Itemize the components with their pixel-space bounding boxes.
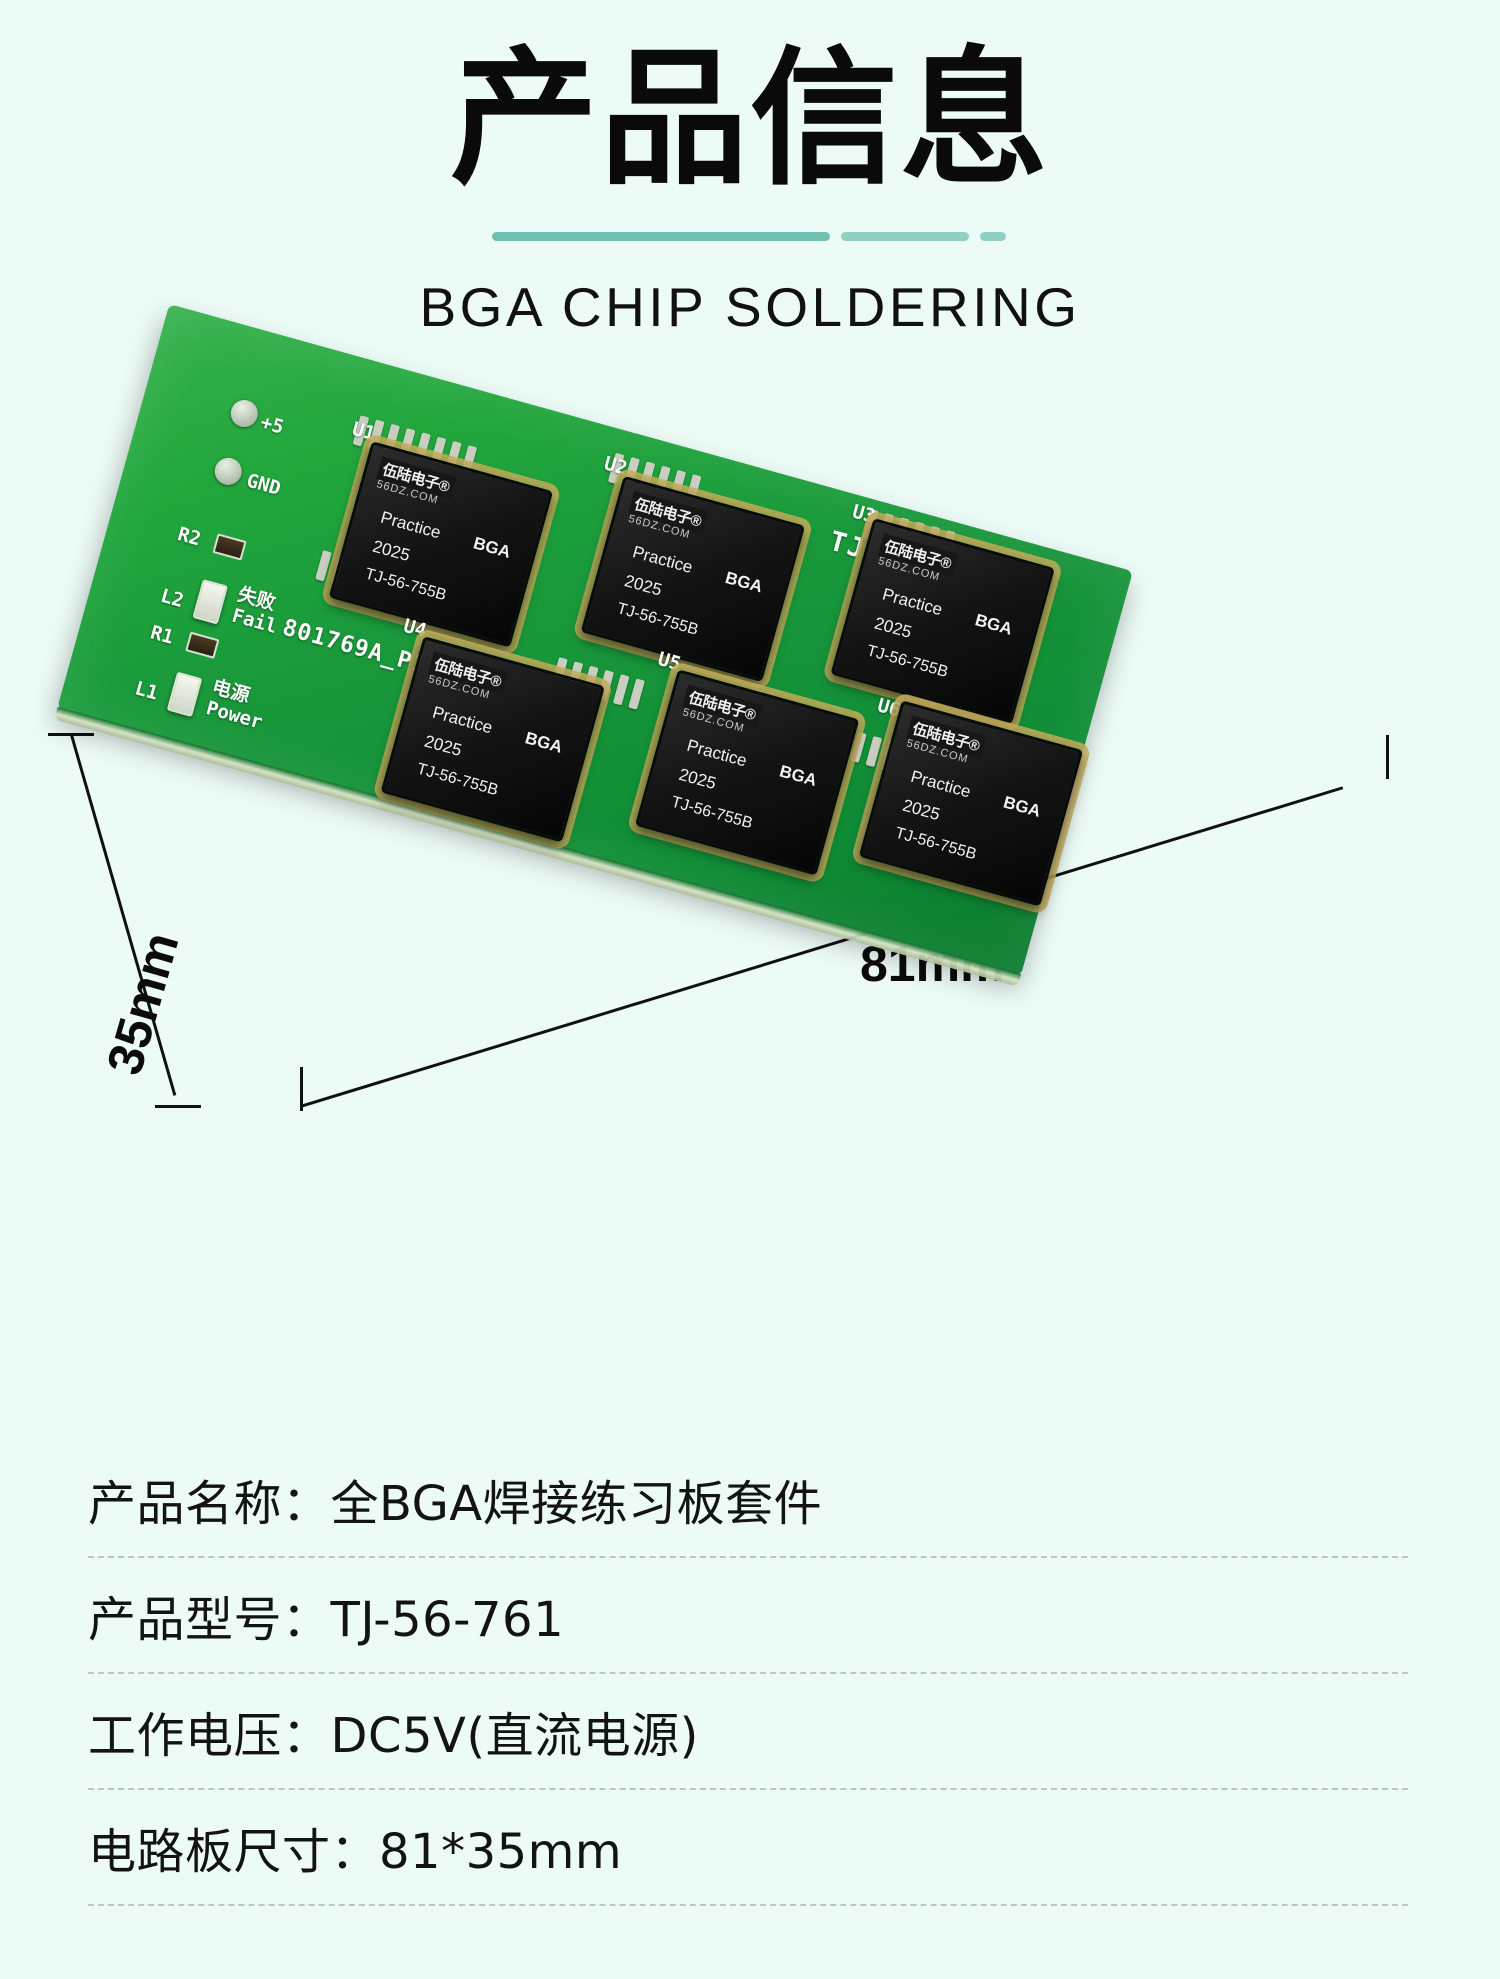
chip-line-bga: BGA (471, 533, 513, 562)
spec-row-voltage: 工作电压：DC5V(直流电源) (88, 1700, 1408, 1782)
spec-value-model: TJ-56-761 (330, 1592, 565, 1648)
spec-value-product-name: 全BGA焊接练习板套件 (330, 1476, 823, 1532)
spec-label-model: 产品型号： (88, 1592, 331, 1648)
chip-line-practice: Practice (430, 702, 495, 738)
spec-row-size: 电路板尺寸：81*35mm (88, 1816, 1408, 1898)
page-header: 产品信息 BGA CHIP SOLDERING (0, 0, 1500, 339)
divider-segment-medium (841, 231, 969, 241)
chip-line-bga: BGA (777, 761, 819, 790)
pcb-board: +5 GND R2 L2 失败 Fail R1 L1 电源 Power 8017… (54, 303, 1133, 987)
product-spec-table: 产品名称：全BGA焊接练习板套件 产品型号：TJ-56-761 工作电压：DC5… (88, 1468, 1408, 1932)
spec-label-voltage: 工作电压： (88, 1708, 331, 1764)
chip-line-bga: BGA (723, 567, 765, 597)
chip-line-year: 2025 (676, 764, 719, 793)
chip-line-year: 2025 (900, 795, 943, 824)
spec-label-size: 电路板尺寸： (88, 1824, 380, 1880)
divider-segment-short (980, 231, 1006, 241)
chip-line-practice: Practice (880, 584, 945, 619)
chip-line-year: 2025 (370, 536, 413, 565)
dimension-tick-height-top (48, 732, 94, 736)
chip-line-year: 2025 (622, 570, 665, 600)
chip-line-year: 2025 (422, 731, 464, 760)
chip-line-partnumber: TJ-56-755B (893, 824, 979, 863)
spec-value-voltage: DC5V(直流电源) (330, 1708, 699, 1764)
chip-line-partnumber: TJ-56-755B (363, 565, 449, 604)
dimension-label-height: 35mm (95, 926, 190, 1081)
chip-line-partnumber: TJ-56-755B (669, 793, 755, 833)
dimension-tick-width-right (1386, 734, 1389, 779)
chip-line-partnumber: TJ-56-755B (414, 760, 500, 799)
page-title: 产品信息 (450, 33, 1050, 205)
spec-text-size: 电路板尺寸：81*35mm (88, 1816, 1408, 1888)
spec-text-model: 产品型号：TJ-56-761 (88, 1584, 1408, 1656)
spec-row-model: 产品型号：TJ-56-761 (88, 1584, 1408, 1666)
spec-text-product-name: 产品名称：全BGA焊接练习板套件 (88, 1468, 1408, 1540)
page-subtitle: BGA CHIP SOLDERING (419, 275, 1081, 338)
chip-line-practice: Practice (908, 766, 973, 802)
chip-line-practice: Practice (378, 507, 443, 543)
chip-line-practice: Practice (630, 541, 695, 577)
spec-separator (88, 1788, 1408, 1790)
title-divider (492, 231, 1008, 241)
chip-line-bga: BGA (1001, 792, 1043, 821)
product-photo: 81mm 35mm +5 GND R2 L2 失败 Fail R1 L (0, 303, 1500, 1165)
dimension-tick-height-bottom (155, 1104, 201, 1108)
spec-value-size: 81*35mm (379, 1824, 623, 1880)
chip-line-bga: BGA (973, 609, 1015, 639)
chip-line-partnumber: TJ-56-755B (615, 599, 701, 639)
dimension-tick-width-left (300, 1066, 303, 1111)
chip-line-bga: BGA (523, 728, 565, 757)
spec-separator (88, 1904, 1408, 1906)
spec-separator (88, 1556, 1408, 1558)
divider-segment-long (492, 231, 830, 241)
chip-line-partnumber: TJ-56-755B (864, 642, 950, 681)
chip-line-practice: Practice (684, 735, 750, 771)
spec-text-voltage: 工作电压：DC5V(直流电源) (88, 1700, 1408, 1772)
chip-line-year: 2025 (872, 613, 914, 642)
spec-row-product-name: 产品名称：全BGA焊接练习板套件 (88, 1468, 1408, 1550)
spec-label-product-name: 产品名称： (88, 1476, 331, 1532)
spec-separator (88, 1672, 1408, 1674)
